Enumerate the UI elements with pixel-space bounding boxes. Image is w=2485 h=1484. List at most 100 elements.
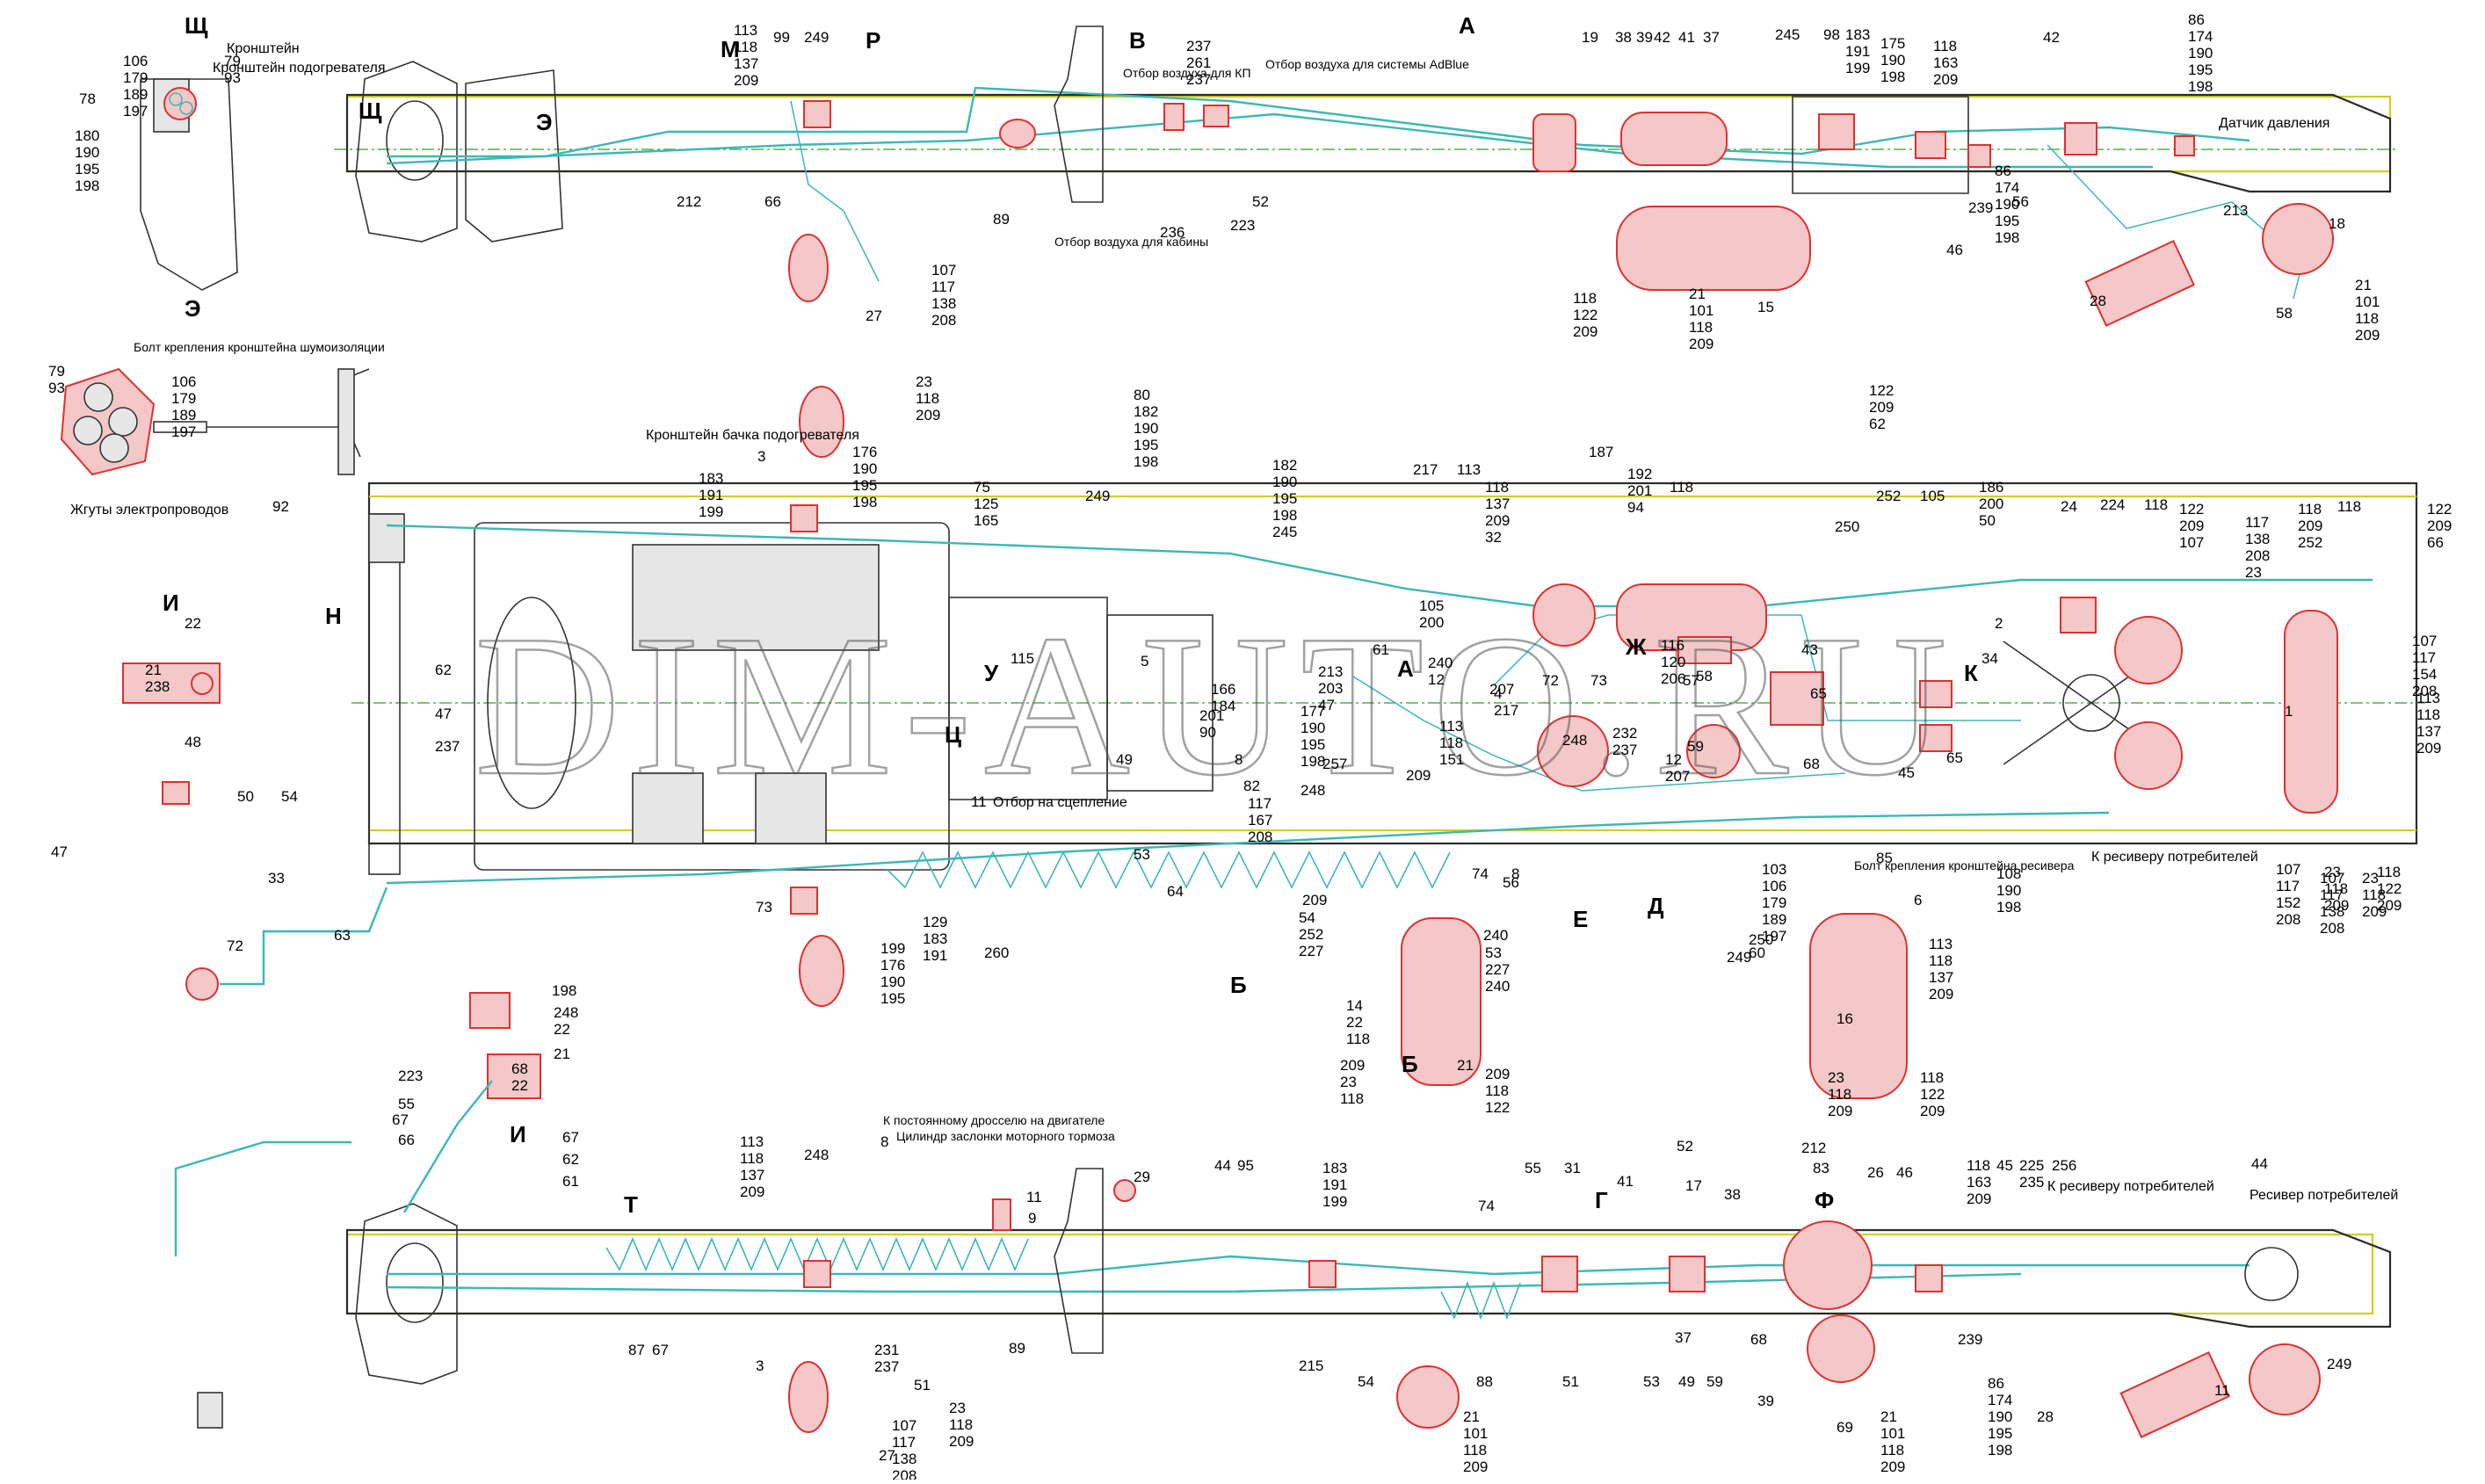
callout-number: 248 xyxy=(804,1147,829,1163)
callout-number: 78 xyxy=(79,90,96,107)
rear-chamber-bottom xyxy=(2114,721,2183,790)
cylinder-head xyxy=(632,544,880,651)
callout-number: 21 xyxy=(1689,286,1706,302)
valve-34 xyxy=(1919,680,1952,708)
callout-number: 122 xyxy=(1485,1099,1510,1116)
callout-number: 86 xyxy=(2188,11,2205,28)
callout-number: 37 xyxy=(1703,29,1720,46)
callout-number: 195 xyxy=(1995,213,2019,229)
callout-number: 117 xyxy=(2320,887,2344,903)
callout-number: 107 xyxy=(2412,633,2437,649)
callout-number: 209 xyxy=(1463,1459,1488,1475)
callout-number: 11 xyxy=(2214,1382,2230,1399)
bottom-cab-mount xyxy=(355,1203,458,1385)
callout-number: 198 xyxy=(1880,69,1905,85)
bottom-box xyxy=(197,1392,223,1429)
valve-46 xyxy=(1967,144,1991,168)
callout-number: 44 xyxy=(1214,1157,1231,1174)
callout-number: 199 xyxy=(880,940,905,957)
callout-number: 260 xyxy=(984,945,1009,961)
callout-number: 209 xyxy=(1689,336,1713,352)
callout-number: 118 xyxy=(1880,1442,1904,1459)
callout-number: 190 xyxy=(1995,196,2019,213)
callout-number: 187 xyxy=(1589,444,1613,460)
callout-number: 249 xyxy=(1085,488,1110,504)
callout-number: 206 xyxy=(1661,670,1685,687)
callout-number: 209 xyxy=(1485,512,1510,529)
dryer-73 xyxy=(1537,715,1609,787)
callout-number: 195 xyxy=(75,161,99,177)
callout-number: 118 xyxy=(1689,319,1713,336)
callout-number: 56 xyxy=(2012,193,2029,210)
callout-number: 118 xyxy=(2144,496,2168,513)
callout-number: 105 xyxy=(1419,597,1444,614)
callout-number: 208 xyxy=(2412,683,2437,699)
callout-number: 52 xyxy=(1252,193,1269,210)
callout-number: 231 xyxy=(874,1342,899,1358)
callout-number: 31 xyxy=(1564,1160,1581,1176)
arrow-d-label: Д xyxy=(1648,893,1664,919)
callout-number: 3 xyxy=(757,448,765,465)
callout-number: 195 xyxy=(1300,736,1325,753)
callout-number: 86 xyxy=(1988,1375,2004,1392)
callout-number: 212 xyxy=(1801,1140,1826,1156)
callout-number: 62 xyxy=(1869,416,1886,432)
callout-number: 68 xyxy=(1750,1331,1767,1348)
note-noise-bolt: Болт крепления кронштейна шумоизоляции xyxy=(134,340,385,354)
callout-number: 72 xyxy=(227,937,243,954)
callout-number: 197 xyxy=(171,423,196,440)
callout-number: 215 xyxy=(1299,1357,1323,1374)
bottom-front-pipe xyxy=(174,1140,351,1256)
callout-number: 62 xyxy=(435,662,452,678)
callout-number: 239 xyxy=(1968,199,1993,216)
callout-number: 209 xyxy=(949,1433,974,1450)
callout-number: 55 xyxy=(1525,1160,1541,1176)
bottom-cab-mount-hole xyxy=(386,1242,444,1323)
callout-number: 122 xyxy=(1573,307,1598,323)
callout-number: 8 xyxy=(1511,865,1519,882)
callout-number: 54 xyxy=(1358,1373,1374,1390)
callout-number: 209 xyxy=(2416,740,2441,756)
note-air-cabin: Отбор воздуха для кабины xyxy=(1054,235,1208,249)
callout-number: 22 xyxy=(511,1077,528,1094)
callout-number: 5 xyxy=(1141,653,1148,670)
label-b: Б xyxy=(1402,1051,1418,1077)
callout-number: 209 xyxy=(1869,399,1894,416)
top-frame-outline xyxy=(345,93,2392,193)
callout-number: 59 xyxy=(1687,738,1704,755)
callout-number: 62 xyxy=(562,1151,579,1168)
callout-number: 79 xyxy=(48,363,65,380)
valve-245 xyxy=(1818,113,1855,150)
section-e xyxy=(60,367,370,476)
callout-number: 79 xyxy=(224,53,241,69)
callout-number: 53 xyxy=(1485,945,1502,961)
callout-number: 200 xyxy=(1419,614,1444,631)
callout-number: 118 xyxy=(2355,310,2379,327)
callout-number: 53 xyxy=(1643,1373,1660,1390)
callout-number: 118 xyxy=(1485,479,1509,496)
callout-number: 129 xyxy=(923,914,947,930)
callout-number: 198 xyxy=(2188,78,2213,95)
callout-number: 60 xyxy=(1749,945,1765,961)
callout-number: 138 xyxy=(931,295,956,312)
callout-number: 199 xyxy=(699,503,723,520)
callout-number: 198 xyxy=(1272,507,1297,524)
arrow-ts-label: Ц xyxy=(945,721,961,748)
bottom-spiral-hose xyxy=(605,1236,1029,1272)
callout-number: 21 xyxy=(554,1046,570,1062)
callout-number: 14 xyxy=(1346,997,1363,1014)
callout-number: 213 xyxy=(2223,202,2248,219)
callout-number: 138 xyxy=(2245,531,2270,547)
plan-pipe-bottom xyxy=(386,811,2110,885)
note-pressure-sensor: Датчик давления xyxy=(2219,116,2329,131)
callout-number: 122 xyxy=(1920,1086,1945,1103)
callout-number: 208 xyxy=(2245,547,2270,564)
cab-mount-bracket xyxy=(355,61,458,243)
callout-number: 8 xyxy=(1235,751,1242,768)
callout-number: 15 xyxy=(1757,299,1774,315)
callout-number: 85 xyxy=(1876,850,1893,866)
callout-number: 69 xyxy=(1837,1419,1853,1436)
callout-number: 52 xyxy=(1677,1138,1693,1155)
callout-number: 163 xyxy=(1933,54,1958,71)
callout-number: 19 xyxy=(1582,29,1598,46)
